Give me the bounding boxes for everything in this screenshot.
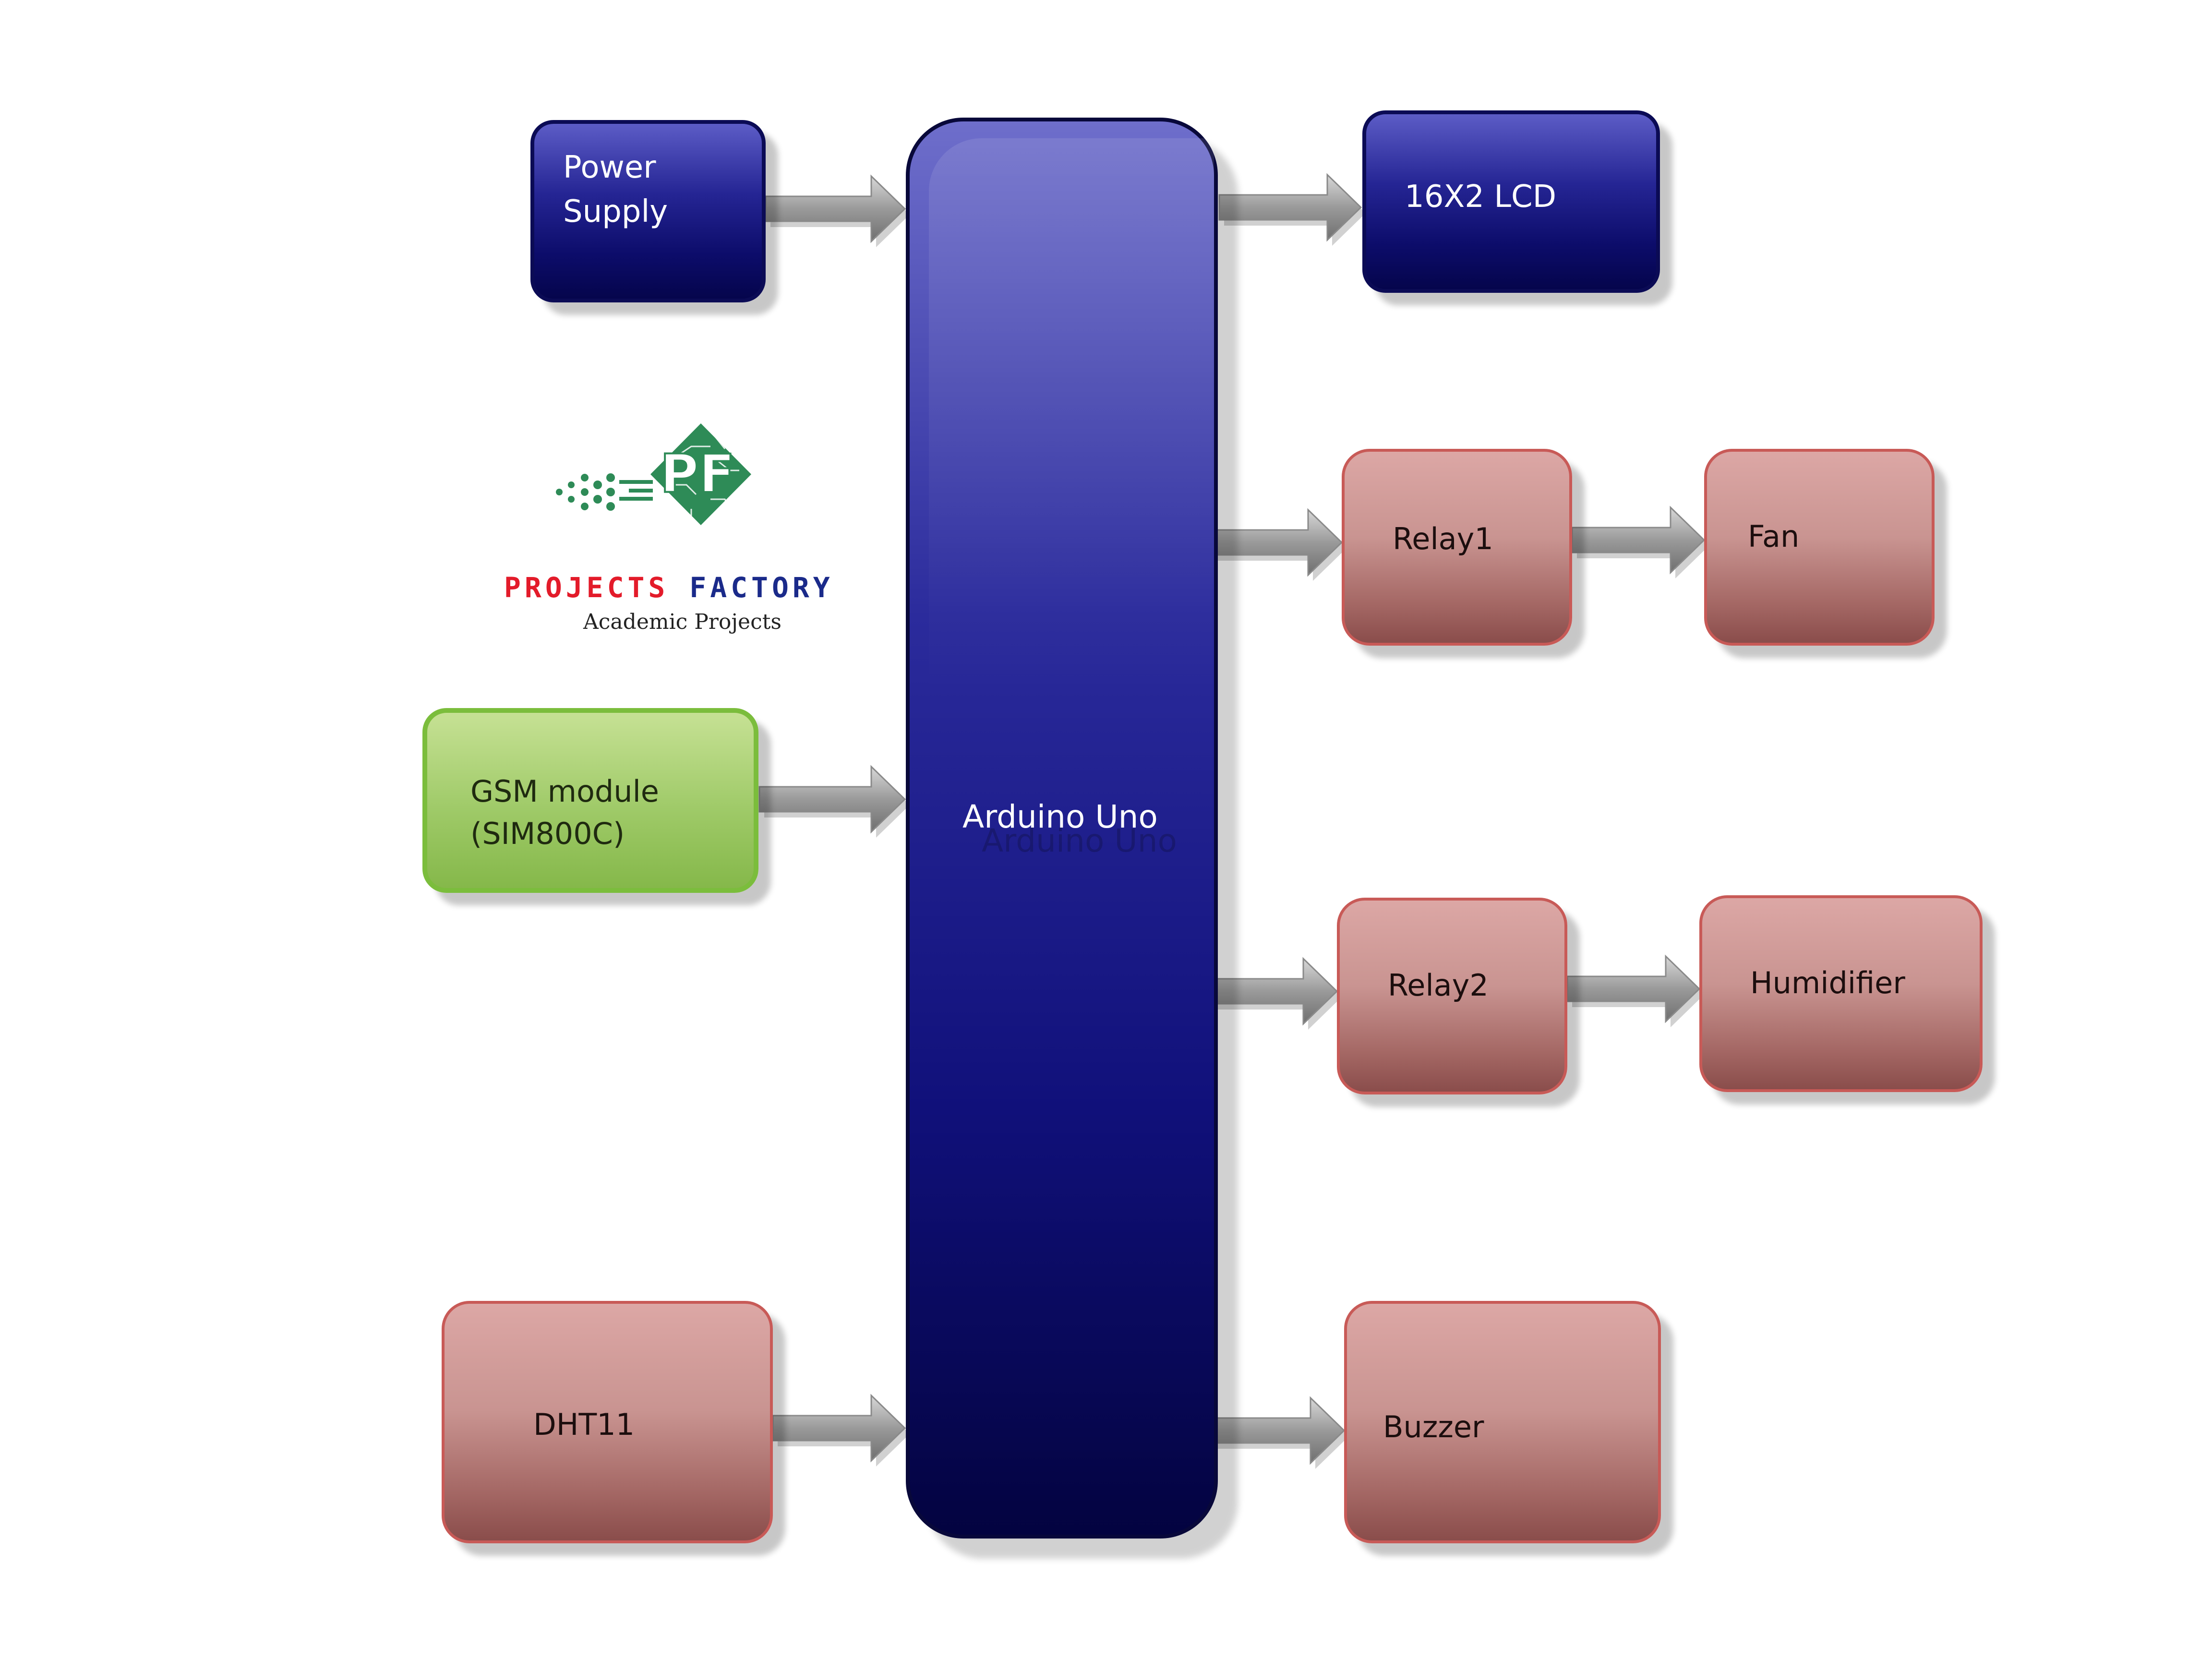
lcd-block: 16X2 LCD [1362,110,1660,293]
logo-name-part1: PROJECTS [504,571,690,604]
arrow-dht11-to-arduino [772,1394,906,1463]
buzzer-label: Buzzer [1383,1409,1484,1444]
dht11-block: DHT11 [442,1301,773,1543]
projects-factory-logo: PF PROJECTS FACTORY Academic Projects [499,413,864,643]
arduino-label: Arduino Uno [962,798,1158,835]
arrow-relay1-to-fan [1571,505,1706,575]
fan-block: Fan [1704,449,1935,646]
gsm-module-block: GSM module (SIM800C) [422,708,758,893]
relay2-label: Relay2 [1388,968,1489,1003]
pf-logo-icon: PF [556,423,751,525]
logo-name-part2: FACTORY [689,571,834,604]
svg-text:PF: PF [660,443,735,505]
arduino-label-shadow: Arduino Uno [982,822,1177,859]
lcd-label: 16X2 LCD [1405,179,1556,215]
relay2-block: Relay2 [1337,898,1567,1094]
logo-tagline: Academic Projects [583,610,781,634]
arduino-uno-block: Arduino Uno Arduino Uno [906,118,1218,1539]
relay1-block: Relay1 [1342,449,1572,646]
logo-name: PROJECTS FACTORY [504,571,834,604]
relay1-label: Relay1 [1393,521,1493,556]
power-supply-label: Power Supply [563,150,668,229]
power-supply-block: Power Supply [530,120,766,302]
arrow-gsm-to-arduino [758,765,906,834]
arrow-relay2-to-humidifier [1566,954,1701,1023]
humidifier-block: Humidifier [1699,895,1983,1092]
gsm-module-label: GSM module (SIM800C) [470,774,659,851]
arrow-power-to-arduino [765,174,906,243]
arrow-arduino-to-relay2 [1206,957,1338,1026]
buzzer-block: Buzzer [1344,1301,1661,1543]
humidifier-label: Humidifier [1750,965,1905,1000]
dht11-label: DHT11 [533,1407,635,1442]
arrow-arduino-to-relay1 [1211,508,1343,577]
arrow-arduino-to-lcd [1218,173,1362,242]
arduino-highlight [929,138,1214,1535]
arrow-arduino-to-buzzer [1209,1396,1346,1465]
fan-label: Fan [1748,519,1800,554]
